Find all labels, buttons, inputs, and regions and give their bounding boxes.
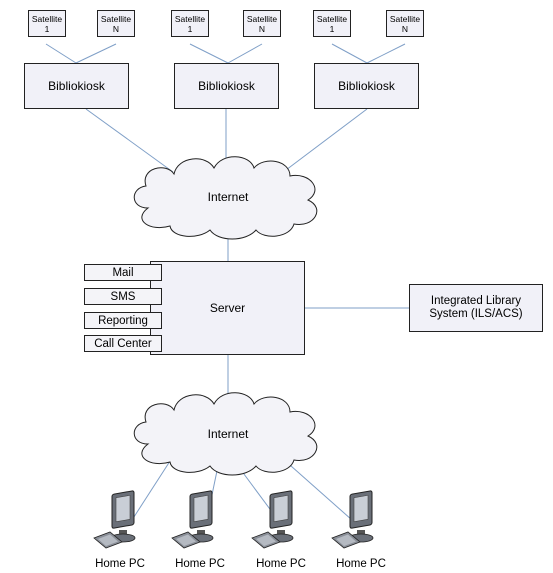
satellite-number: N — [401, 23, 409, 34]
satellite-label: Satellite — [100, 13, 132, 24]
bibliokiosk-box: Bibliokiosk — [174, 63, 279, 109]
ils-label-line2: System (ILS/ACS) — [429, 308, 523, 320]
satellite-node: Satellite 1 — [313, 10, 351, 37]
satellite-node: Satellite 1 — [28, 10, 66, 37]
server-label: Server — [209, 301, 246, 315]
mail-module: Mail — [84, 264, 162, 281]
home-pc-label: Home PC — [256, 558, 306, 570]
satellite-node: Satellite N — [386, 10, 424, 37]
satellite-number: N — [112, 23, 120, 34]
satellite-number: 1 — [44, 23, 50, 34]
home-pc-icon — [93, 490, 136, 549]
satellite-label: Satellite — [389, 13, 421, 24]
satellite-number: N — [258, 23, 266, 34]
home-pc-label: Home PC — [175, 558, 225, 570]
home-pc-label: Home PC — [336, 558, 386, 570]
satellite-links — [45, 43, 406, 64]
satellite-label: Satellite — [246, 13, 278, 24]
kiosk-links — [85, 108, 368, 173]
satellite-node: Satellite N — [97, 10, 135, 37]
server-box: Server — [150, 261, 305, 355]
call-center-module: Call Center — [84, 335, 162, 352]
bibliokiosk-box: Bibliokiosk — [24, 63, 129, 109]
sms-module: SMS — [84, 288, 162, 305]
reporting-module: Reporting — [84, 312, 162, 329]
internet-label-top: Internet — [207, 190, 249, 204]
internet-label-bottom: Internet — [207, 427, 249, 441]
home-pc-icon — [251, 490, 294, 549]
satellite-number: 1 — [187, 23, 193, 34]
home-pc-icon — [171, 490, 214, 549]
satellite-node: Satellite 1 — [171, 10, 209, 37]
ils-box: Integrated Library System (ILS/ACS) — [409, 284, 543, 332]
home-pc-label: Home PC — [95, 558, 145, 570]
ils-label-line1: Integrated Library — [430, 295, 522, 307]
bibliokiosk-box: Bibliokiosk — [314, 63, 419, 109]
satellite-number: 1 — [329, 23, 335, 34]
satellite-label: Satellite — [174, 13, 206, 24]
home-pc-icon — [331, 490, 374, 549]
satellite-node: Satellite N — [243, 10, 281, 37]
satellite-label: Satellite — [31, 13, 63, 24]
satellite-label: Satellite — [316, 13, 348, 24]
